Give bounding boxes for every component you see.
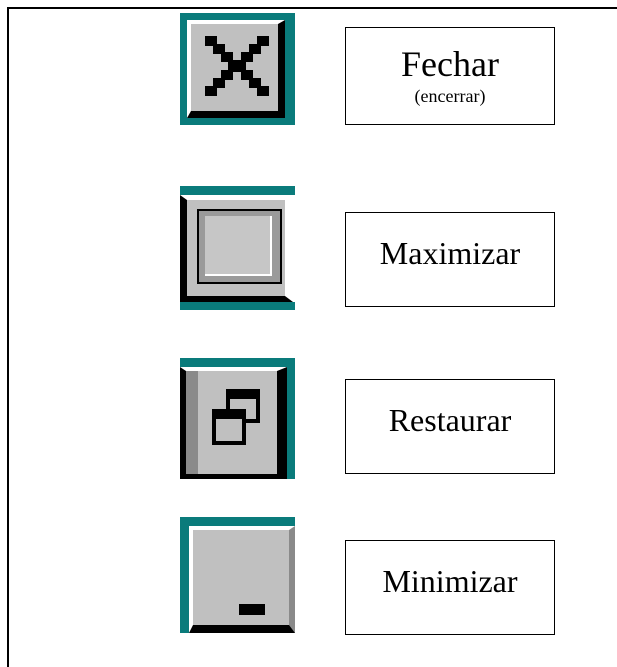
maximize-button[interactable] bbox=[180, 186, 295, 310]
maximize-button-face bbox=[180, 195, 293, 302]
minimize-button[interactable] bbox=[180, 517, 295, 633]
minimize-label: Minimizar bbox=[382, 563, 518, 599]
close-x-icon bbox=[205, 36, 269, 96]
restore-teal-border-right bbox=[287, 358, 295, 479]
restore-button-face bbox=[180, 367, 287, 479]
close-sublabel: (encerrar) bbox=[414, 86, 486, 106]
minimize-teal-border-top bbox=[180, 517, 295, 526]
close-label-box: Fechar (encerrar) bbox=[345, 27, 555, 125]
maximize-label-box: Maximizar bbox=[345, 212, 555, 307]
page-frame bbox=[7, 7, 617, 667]
minimize-icon bbox=[239, 604, 265, 615]
maximize-teal-border-bottom bbox=[180, 302, 295, 310]
maximize-teal-border-top bbox=[180, 186, 295, 195]
minimize-label-box: Minimizar bbox=[345, 540, 555, 635]
close-button[interactable] bbox=[180, 13, 295, 125]
restore-label: Restaurar bbox=[388, 402, 512, 438]
maximize-icon bbox=[197, 209, 282, 284]
close-button-face bbox=[187, 20, 285, 118]
restore-icon bbox=[212, 389, 260, 445]
minimize-button-face bbox=[189, 526, 295, 633]
minimize-teal-border-left bbox=[180, 517, 189, 633]
maximize-label: Maximizar bbox=[379, 235, 521, 271]
restore-label-box: Restaurar bbox=[345, 379, 555, 474]
close-label: Fechar bbox=[401, 44, 499, 84]
restore-teal-border-top bbox=[180, 358, 295, 367]
restore-button[interactable] bbox=[180, 358, 295, 479]
